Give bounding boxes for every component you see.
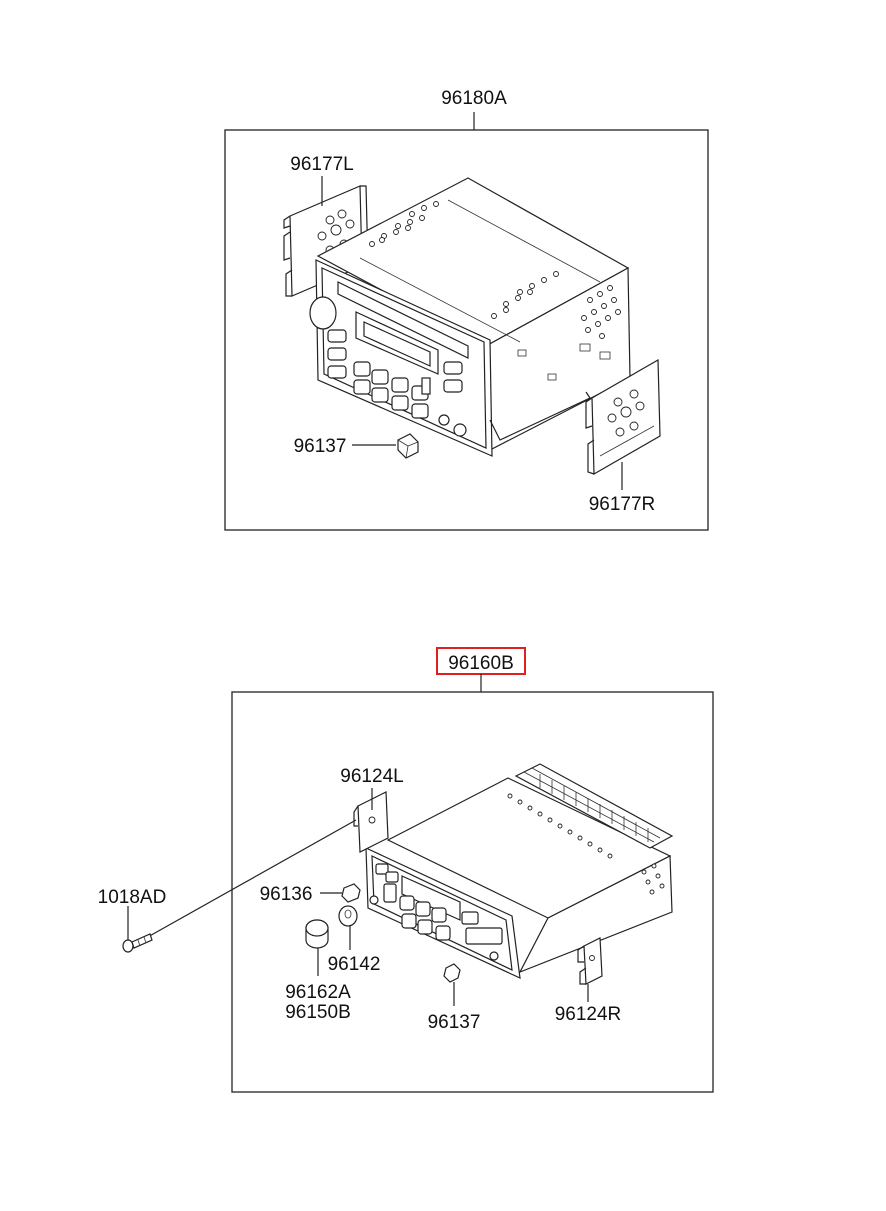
small-cap-part [341,883,361,903]
volume-knob-part [305,919,329,949]
knob-cap-part [397,433,419,459]
callout-96124L[interactable]: 96124L [340,766,403,787]
radio-unit-body [309,177,631,457]
bracket-right-part [585,358,661,476]
callout-96142[interactable]: 96142 [328,954,381,975]
volume-knob [309,296,337,330]
callout-96150B[interactable]: 96150B [285,1002,351,1023]
front-buttons [327,329,467,437]
assembly-label-96180A[interactable]: 96180A [441,88,507,109]
callout-96136[interactable]: 96136 [260,884,313,905]
callout-1018AD[interactable]: 1018AD [98,887,167,908]
assembly-96160B: 96160B [98,647,714,1093]
assembly-label-96160B[interactable]: 96160B [448,653,514,674]
callout-96124R[interactable]: 96124R [555,1004,622,1025]
callout-96162A[interactable]: 96162A [285,982,351,1003]
knob-part [338,905,358,927]
top-vent [359,199,601,343]
radio-unit-body [365,763,674,979]
front-buttons [369,863,503,961]
callout-96177L[interactable]: 96177L [290,154,353,175]
screw-part [122,933,153,953]
heatsink-fins [514,763,674,849]
bracket-left-part [353,791,389,853]
callout-96137-upper[interactable]: 96137 [294,436,347,457]
callout-96177R[interactable]: 96177R [589,494,656,515]
side-vent [517,285,621,381]
small-cap-part [443,963,461,983]
assembly-frame [231,691,714,1093]
bracket-right-part [577,937,603,985]
assembly-96180A: 96180A 96177L [224,88,709,531]
assembly-frame [224,129,709,531]
callout-96137-lower[interactable]: 96137 [428,1012,481,1033]
